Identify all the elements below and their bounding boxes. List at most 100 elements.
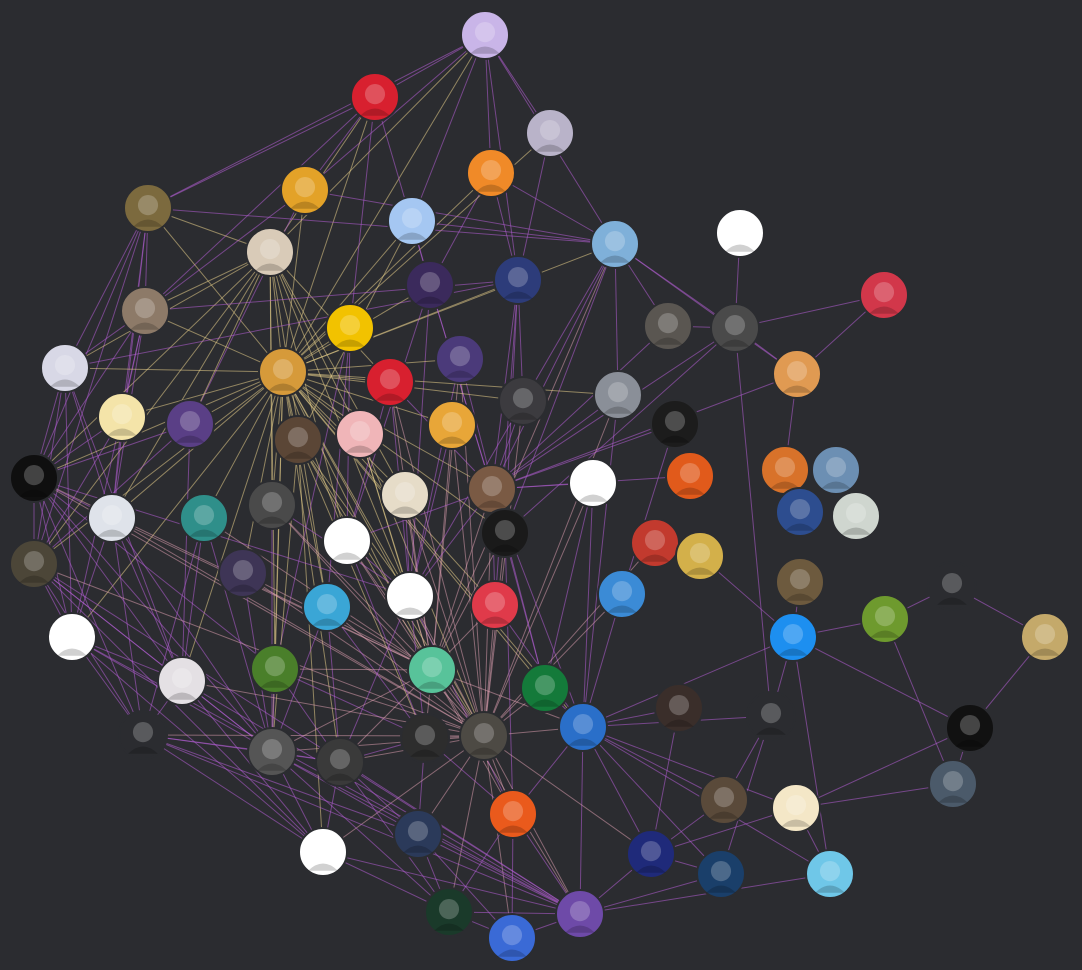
graph-node-blond-man-photo[interactable] [593, 370, 643, 420]
graph-node-heart-cat-avatar[interactable] [771, 783, 821, 833]
graph-node-butterfly-palace-photo[interactable] [811, 445, 861, 495]
avatar-face-icon [484, 592, 506, 613]
graph-node-bw-sketch-avatar[interactable] [480, 508, 530, 558]
graph-node-sheep-creature-avatar[interactable] [380, 470, 430, 520]
graph-node-red-devil-sprite[interactable] [40, 343, 90, 393]
graph-edge [274, 668, 433, 671]
graph-node-gray-spiral-logo[interactable] [87, 493, 137, 543]
graph-node-bw-portrait-avatar[interactable] [945, 703, 995, 753]
graph-node-bearded-man-photo[interactable] [643, 301, 693, 351]
graph-node-mouse-chef-sprite[interactable] [118, 710, 168, 760]
graph-node-bald-man-photo[interactable] [273, 415, 323, 465]
graph-node-big-eyed-creature-avatar[interactable] [427, 400, 477, 450]
graph-node-deer-sprite-avatar[interactable] [280, 165, 330, 215]
graph-node-dark-haired-girl-avatar[interactable] [405, 260, 455, 310]
graph-node-glasses-woman-photo[interactable] [928, 759, 978, 809]
graph-node-goth-girl-photo[interactable] [498, 376, 548, 426]
graph-node-sunglasses-man-avatar[interactable] [459, 711, 509, 761]
graph-node-glasses-man-photo[interactable] [467, 464, 517, 514]
graph-node-flower-field-photo[interactable] [1020, 612, 1070, 662]
graph-node-purple-blob-creature[interactable] [435, 334, 485, 384]
graph-node-vampire-haven-logo[interactable] [696, 849, 746, 899]
graph-node-blue-whale-avatar[interactable] [805, 849, 855, 899]
graph-node-masked-purple-character[interactable] [165, 399, 215, 449]
graph-node-curly-bearded-man[interactable] [315, 737, 365, 787]
graph-node-headphone-guy-avatar[interactable] [760, 445, 810, 495]
graph-edge [282, 371, 619, 396]
graph-edge [451, 424, 485, 737]
graph-edge [271, 751, 450, 913]
graph-node-green-robot-avatar[interactable] [831, 491, 881, 541]
graph-edge [64, 367, 73, 638]
graph-edge [111, 251, 271, 519]
avatar-body-icon [490, 544, 520, 552]
graph-node-owl-character-avatar[interactable] [772, 349, 822, 399]
graph-node-hooded-character-avatar[interactable] [123, 183, 173, 233]
graph-node-calico-cat-avatar[interactable] [568, 458, 618, 508]
graph-edge [346, 284, 431, 542]
graph-node-brunette-girl-avatar[interactable] [245, 227, 295, 277]
graph-node-pink-haired-girl-avatar[interactable] [335, 409, 385, 459]
avatar-body-icon [508, 412, 538, 420]
graph-edge [614, 243, 798, 375]
graph-node-duck-character-avatar[interactable] [493, 255, 543, 305]
graph-node-red-apple-logo[interactable] [715, 208, 765, 258]
graph-node-tools-badge-logo[interactable] [626, 829, 676, 879]
graph-node-blue-blob-avatar[interactable] [387, 196, 437, 246]
graph-node-pink-donut-avatar[interactable] [97, 392, 147, 442]
graph-node-pink-s-logo[interactable] [298, 827, 348, 877]
graph-node-white-bird-logo[interactable] [927, 561, 977, 611]
graph-node-purple-pumpkin-logo[interactable] [665, 451, 715, 501]
graph-node-purple-catgirl-avatar[interactable] [460, 10, 510, 60]
graph-node-pink-haired-sprite-girl[interactable] [555, 889, 605, 939]
graph-node-red-demon-avatar[interactable] [350, 72, 400, 122]
graph-nodes[interactable] [9, 10, 1070, 963]
graph-node-red-game-store-logo[interactable] [470, 580, 520, 630]
graph-node-the-session-logo[interactable] [675, 531, 725, 581]
graph-node-bluesky-butterfly-logo[interactable] [768, 612, 818, 662]
graph-edge [142, 734, 581, 915]
graph-node-red-squid-creature[interactable] [630, 518, 680, 568]
graph-node-red-flag-logo[interactable] [365, 357, 415, 407]
avatar-body-icon [778, 648, 808, 656]
graph-node-green-fox-logo[interactable] [860, 594, 910, 644]
avatar-body-icon [417, 681, 447, 689]
graph-node-ghost-sprite-avatar[interactable] [393, 809, 443, 859]
graph-node-long-haired-woman-art[interactable] [157, 656, 207, 706]
graph-node-white-sphere-robot[interactable] [218, 548, 268, 598]
graph-node-lion-mascot-avatar[interactable] [258, 347, 308, 397]
graph-node-lilac-girl-avatar[interactable] [525, 108, 575, 158]
graph-node-skull-cat-avatar[interactable] [400, 713, 450, 763]
graph-node-colorful-star-logo[interactable] [9, 453, 59, 503]
graph-node-red-hat-character-avatar[interactable] [710, 303, 760, 353]
graph-node-bearded-man-portrait[interactable] [247, 727, 297, 777]
graph-node-kero-quest-logo[interactable] [424, 887, 474, 937]
graph-node-smiling-guy-photo[interactable] [699, 775, 749, 825]
graph-node-teal-haired-girl-avatar[interactable] [179, 493, 229, 543]
graph-node-orange-monkey-logo[interactable] [488, 789, 538, 839]
graph-node-cartoon-boy-avatar[interactable] [558, 702, 608, 752]
graph-node-pink-haired-sprite[interactable] [247, 480, 297, 530]
graph-node-green-dino-doodle[interactable] [47, 612, 97, 662]
graph-node-flask-logo[interactable] [487, 913, 537, 963]
graph-node-hammer-crest-logo[interactable] [322, 516, 372, 566]
graph-node-blue-smiling-guy-avatar[interactable] [597, 569, 647, 619]
graph-node-xmas-character-avatar[interactable] [520, 663, 570, 713]
graph-node-green-bunny-avatar[interactable] [466, 148, 516, 198]
graph-node-white-mask-avatar[interactable] [325, 303, 375, 353]
graph-node-dark-forest-sprite[interactable] [654, 683, 704, 733]
graph-node-curly-haired-character[interactable] [775, 557, 825, 607]
graph-node-monkey-photo-avatar[interactable] [120, 286, 170, 336]
graph-node-red-bird-avatar[interactable] [859, 270, 909, 320]
graph-node-white-cat-gem-avatar[interactable] [407, 645, 457, 695]
graph-node-skull-chat-logo[interactable] [385, 571, 435, 621]
graph-edge [33, 477, 273, 753]
graph-node-dragon-character-avatar[interactable] [775, 487, 825, 537]
graph-node-glitch-skull-logo[interactable] [746, 691, 796, 741]
graph-node-green-eye-creature[interactable] [250, 644, 300, 694]
graph-node-brown-hair-girl-avatar[interactable] [302, 582, 352, 632]
graph-node-computer-photo-avatar[interactable] [9, 539, 59, 589]
graph-node-skater-cat-avatar[interactable] [650, 399, 700, 449]
graph-node-helmet-guy-avatar[interactable] [590, 219, 640, 269]
